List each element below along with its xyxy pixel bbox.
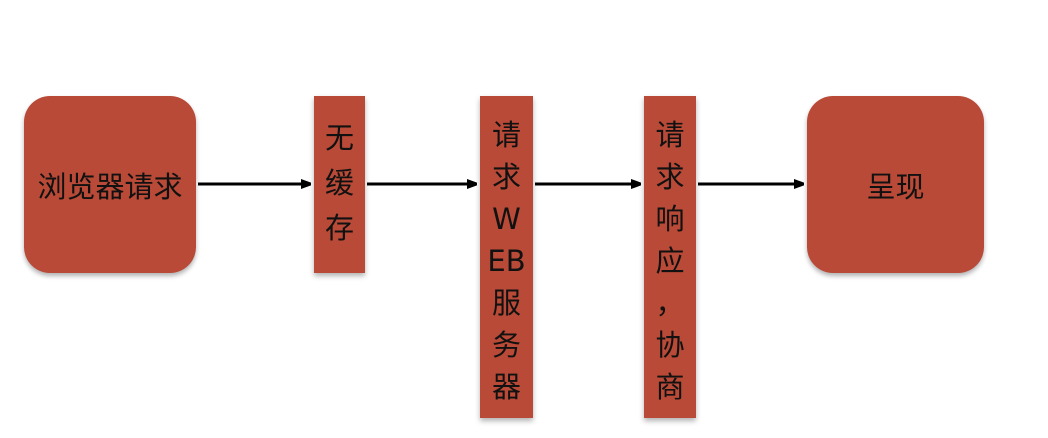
no-cache-char: 无 bbox=[324, 121, 354, 155]
response-char: 请 bbox=[655, 118, 685, 152]
web-server-char: 求 bbox=[491, 160, 521, 194]
request-web-server-node: 请 求 W EB 服 务 器 bbox=[480, 96, 533, 418]
response-char: 协 bbox=[655, 328, 685, 362]
response-char: ， bbox=[655, 286, 685, 320]
response-char: 求 bbox=[655, 160, 685, 194]
web-server-char: 服 bbox=[491, 286, 521, 320]
no-cache-char: 缓 bbox=[324, 166, 354, 200]
web-server-char: 请 bbox=[491, 118, 521, 152]
render-node: 呈现 bbox=[807, 96, 984, 273]
no-cache-char: 存 bbox=[324, 211, 354, 245]
browser-request-node: 浏览器请求 bbox=[24, 96, 196, 273]
response-char: 应 bbox=[655, 244, 685, 278]
response-char: 响 bbox=[655, 202, 685, 236]
response-negotiate-node: 请 求 响 应 ， 协 商 bbox=[644, 96, 696, 418]
web-server-char: W bbox=[492, 202, 521, 236]
web-server-char: 器 bbox=[491, 370, 521, 404]
render-label: 呈现 bbox=[866, 169, 925, 204]
browser-request-label: 浏览器请求 bbox=[37, 169, 183, 204]
response-char: 商 bbox=[655, 370, 685, 404]
web-server-char: 务 bbox=[491, 328, 521, 362]
no-cache-node: 无 缓 存 bbox=[314, 96, 365, 273]
web-server-char: EB bbox=[487, 244, 526, 278]
